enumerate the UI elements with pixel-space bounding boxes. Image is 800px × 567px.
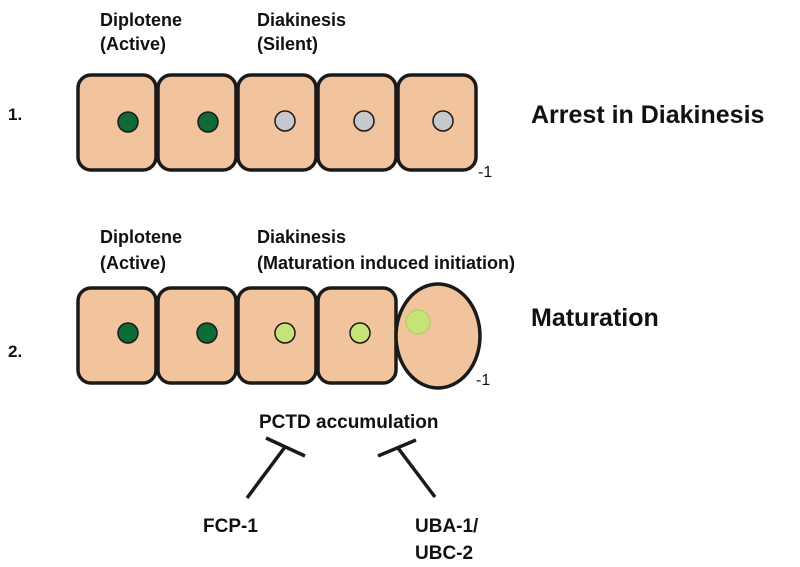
row1-nucleus-silent-3 — [432, 110, 454, 132]
row1-nucleus-silent-2 — [353, 110, 375, 132]
row1-diplotene-title: Diplotene — [100, 10, 182, 30]
row2-index-label: -1 — [476, 372, 490, 389]
row2-nucleus-induced-3 — [405, 309, 431, 335]
inhibition-arrow-left — [245, 436, 306, 500]
row1-diakinesis-title: Diakinesis — [257, 10, 346, 30]
row1-nucleus-active-1 — [117, 111, 139, 133]
row2-gonad — [76, 282, 482, 390]
fcp1-label: FCP-1 — [203, 516, 258, 537]
row2-nucleus-induced-2 — [349, 322, 371, 344]
row2-diakinesis-sub: (Maturation induced initiation) — [257, 253, 515, 273]
row2-side-label: Maturation — [531, 304, 659, 332]
row1-nucleus-active-2 — [197, 111, 219, 133]
row1-diplotene-sub: (Active) — [100, 34, 166, 54]
row2-number: 2. — [8, 342, 22, 361]
row1-index-label: -1 — [478, 164, 492, 181]
row1-number: 1. — [8, 105, 22, 124]
uba1-label: UBA-1/ — [415, 516, 479, 537]
row2-nucleus-active-2 — [196, 322, 218, 344]
row1-side-label: Arrest in Diakinesis — [531, 101, 764, 129]
pctd-accumulation-label: PCTD accumulation — [259, 412, 438, 433]
row2-diplotene-title: Diplotene — [100, 227, 182, 247]
row2-oocyte-maturing — [394, 282, 482, 390]
row2-diplotene-sub: (Active) — [100, 253, 166, 273]
row2-cell-1 — [76, 286, 158, 385]
row1-cell-1 — [76, 73, 158, 172]
row2-nucleus-active-1 — [117, 322, 139, 344]
row2-diakinesis-title: Diakinesis — [257, 227, 346, 247]
row2-nucleus-induced-1 — [274, 322, 296, 344]
ubc2-label: UBC-2 — [415, 543, 473, 564]
row1-diakinesis-sub: (Silent) — [257, 34, 318, 54]
row1-gonad — [76, 73, 478, 172]
row1-nucleus-silent-1 — [274, 110, 296, 132]
row1-cell-2 — [156, 73, 238, 172]
inhibition-arrow-right — [377, 438, 437, 499]
